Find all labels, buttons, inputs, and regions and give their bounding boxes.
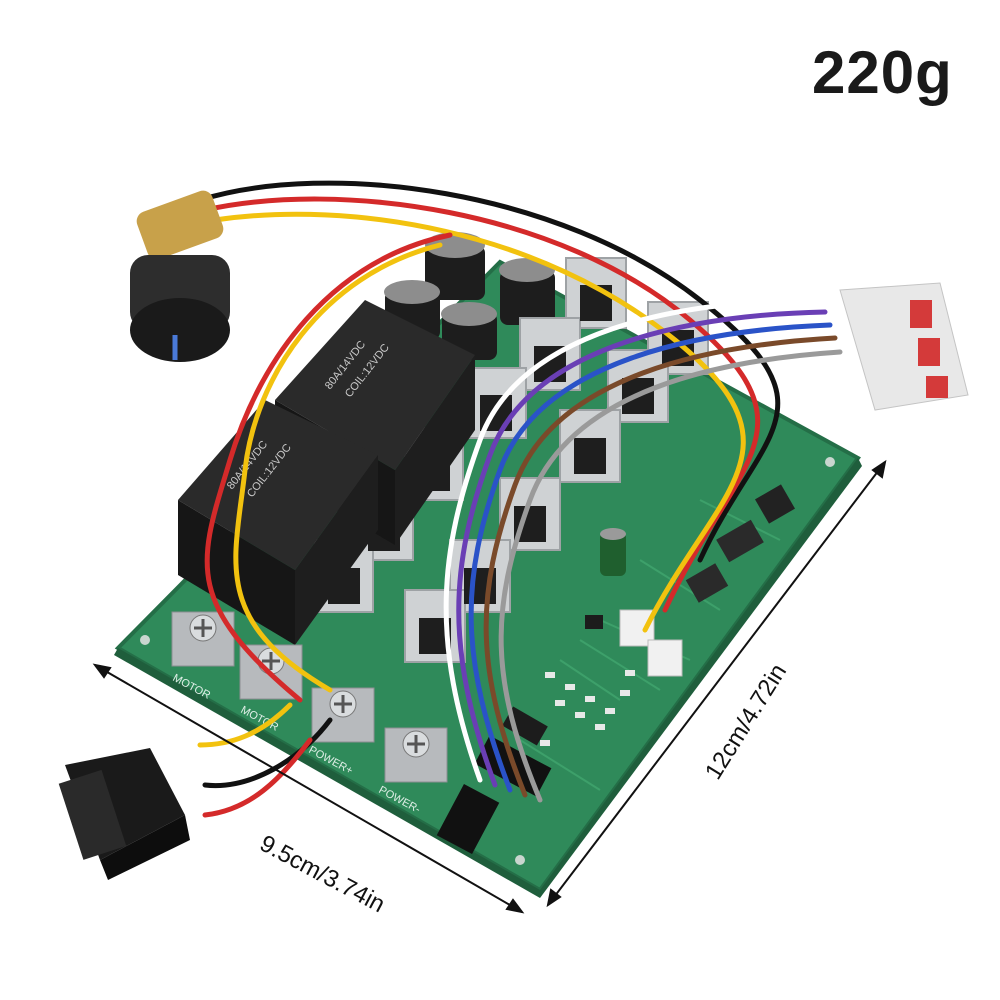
led-display-icon: [839, 282, 969, 411]
smd-components: [502, 484, 795, 746]
screw-terminal-icon: [384, 727, 448, 783]
wire-harness: [197, 180, 843, 818]
potentiometer-knob-icon: [130, 190, 230, 362]
weight-label: 220g: [812, 39, 953, 106]
screw-terminal-icon: [171, 611, 235, 667]
dimension-arrows: [92, 459, 887, 914]
rocker-switch-icon: [58, 748, 190, 880]
